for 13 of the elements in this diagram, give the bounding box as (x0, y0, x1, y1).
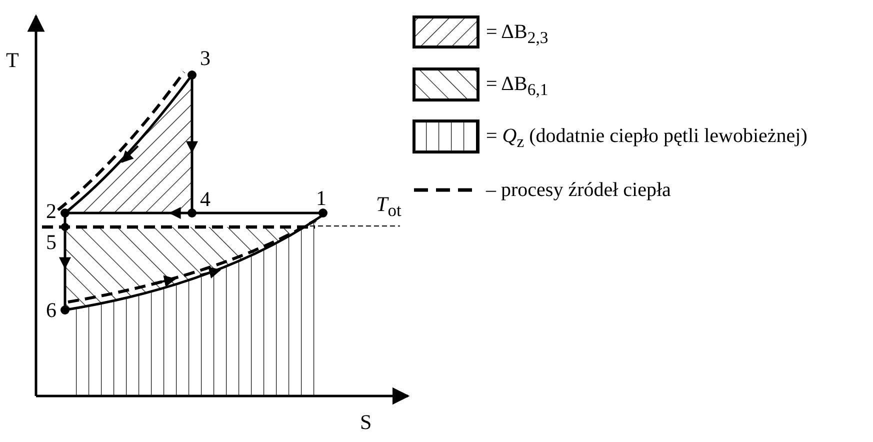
point-number: 3 (200, 46, 210, 70)
axis-label: T (6, 48, 19, 72)
point-number: 4 (200, 187, 210, 211)
temperature-label: T$_{ot}$ (376, 192, 402, 222)
point-number: 5 (46, 230, 56, 254)
point-number: 6 (46, 298, 56, 322)
axis-label: S (360, 410, 372, 434)
point-number: 1 (316, 186, 326, 210)
point-number: 2 (46, 199, 56, 223)
legend-text: – procesy źródeł ciepła (486, 178, 671, 202)
legend-text: = ΔB$_{6,1}$ (486, 72, 548, 101)
legend-text: = ΔB$_{2,3}$ (486, 20, 548, 49)
legend-text: = Q$_{z}$ (dodatnie ciepło pętli lewobieżnej) (486, 124, 808, 153)
